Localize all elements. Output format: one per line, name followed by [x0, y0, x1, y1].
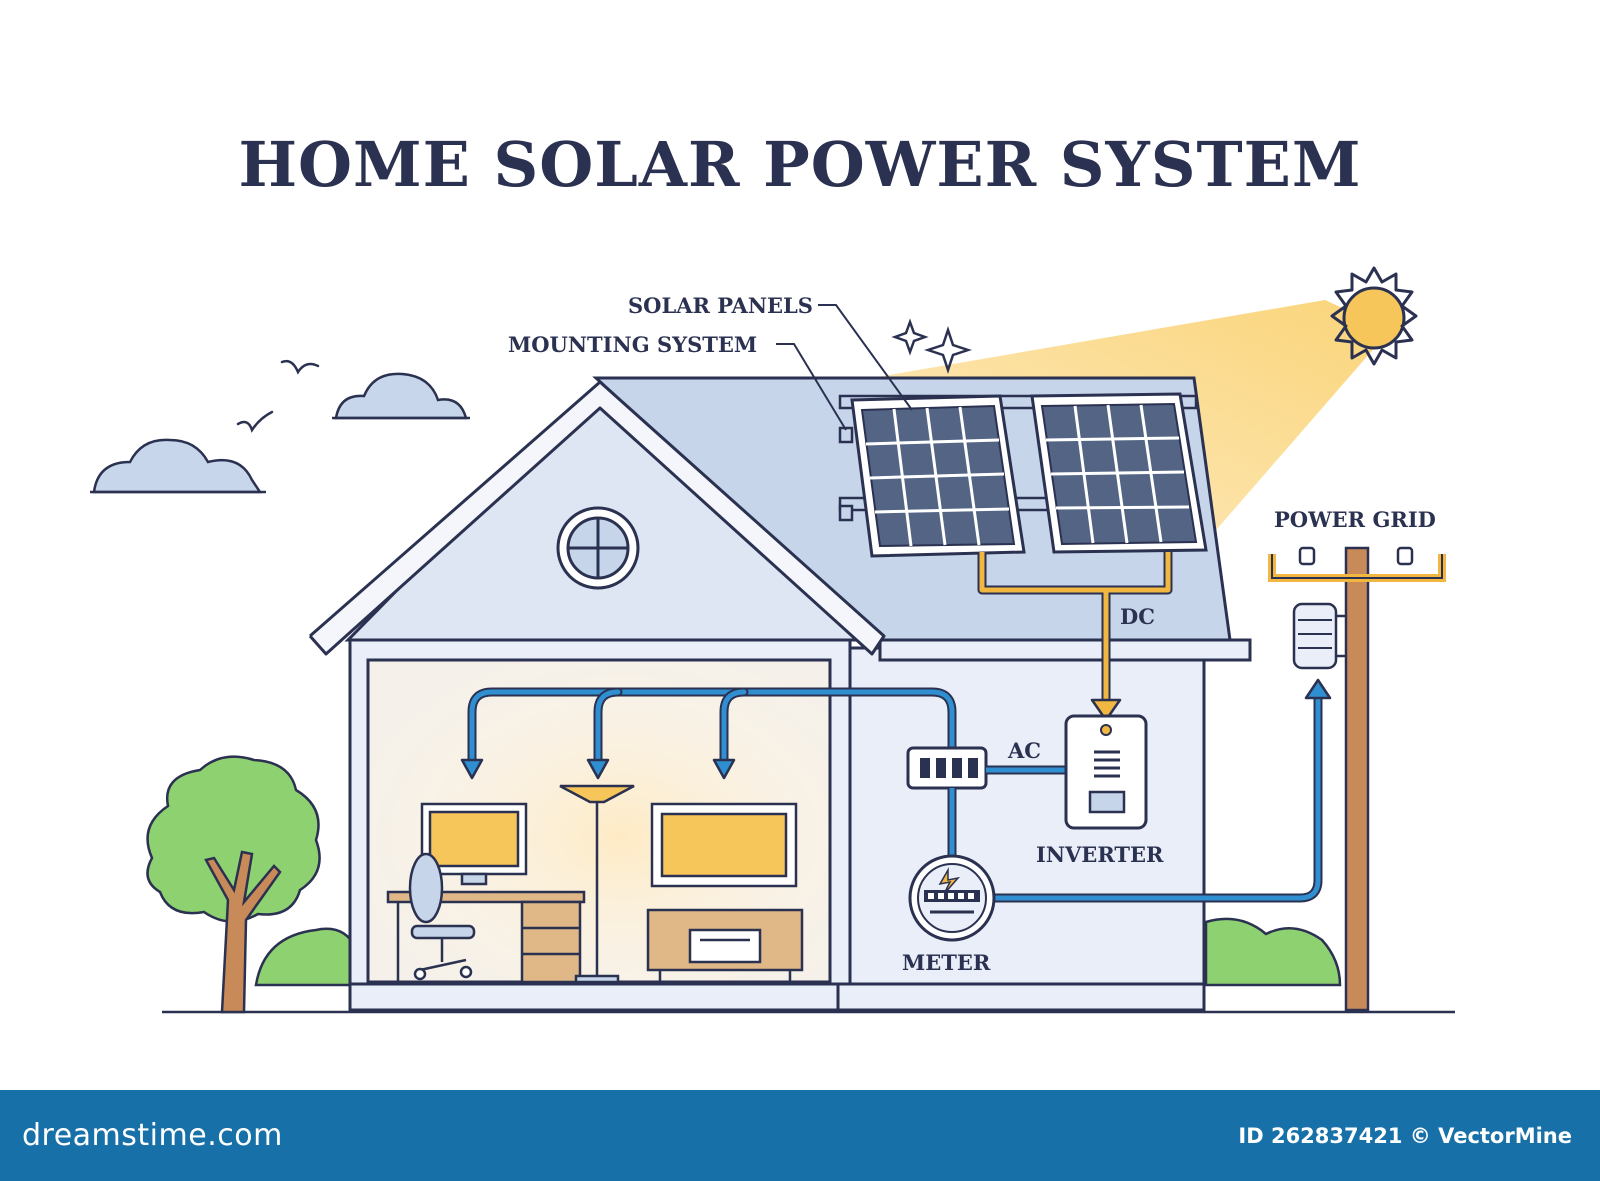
- inverter-icon: [1064, 714, 1148, 830]
- label-ac: AC: [1008, 738, 1042, 763]
- utility-pole-icon: [1268, 546, 1446, 1012]
- floor-lamp-icon: [559, 784, 635, 984]
- house-foundation: [348, 982, 1206, 1012]
- house-wall-right: [836, 646, 1206, 986]
- office-chair-icon: [408, 852, 476, 981]
- solar-panel: [850, 394, 1026, 558]
- page-title: HOME SOLAR POWER SYSTEM: [238, 128, 1362, 201]
- solar-system-illustration: [90, 266, 1455, 1014]
- label-mounting-system: MOUNTING SYSTEM: [508, 332, 758, 357]
- bush-icon: [254, 917, 1342, 987]
- round-window: [556, 506, 640, 590]
- breaker-panel: [906, 746, 988, 790]
- dc-wire: [977, 552, 1173, 722]
- roof-eave-right: [878, 638, 1252, 662]
- solar-panel-2: [1030, 392, 1208, 554]
- diagram-canvas: HOME SOLAR POWER SYSTEM SOLAR PANELS MOU…: [90, 128, 1455, 1014]
- ac-wire: [947, 678, 1332, 903]
- sun-icon: [1330, 266, 1418, 366]
- label-power-grid: POWER GRID: [1274, 507, 1436, 532]
- desk-icon: [386, 802, 586, 984]
- label-dc: DC: [1120, 604, 1155, 629]
- leader-lines: [776, 304, 913, 431]
- label-meter: METER: [902, 950, 991, 975]
- birds-icon: [236, 359, 320, 433]
- tree-icon: [146, 755, 321, 1014]
- roof-trim: [308, 380, 886, 656]
- label-inverter: INVERTER: [1036, 842, 1164, 867]
- footer-brand[interactable]: dreamstime.com: [22, 1118, 283, 1153]
- electric-meter-icon: [908, 854, 996, 942]
- sparkle-icon: [891, 318, 972, 374]
- tv-cabinet-icon: [646, 908, 804, 982]
- label-solar-panels: SOLAR PANELS: [628, 293, 813, 318]
- cloud-icon: [92, 372, 468, 494]
- tv-icon: [650, 802, 798, 888]
- footer-bar: dreamstime.com ID 262837421 © VectorMine: [0, 1090, 1600, 1181]
- footer-credit: ID 262837421 © VectorMine: [1238, 1123, 1572, 1148]
- ac-distribution-wire: [460, 687, 957, 780]
